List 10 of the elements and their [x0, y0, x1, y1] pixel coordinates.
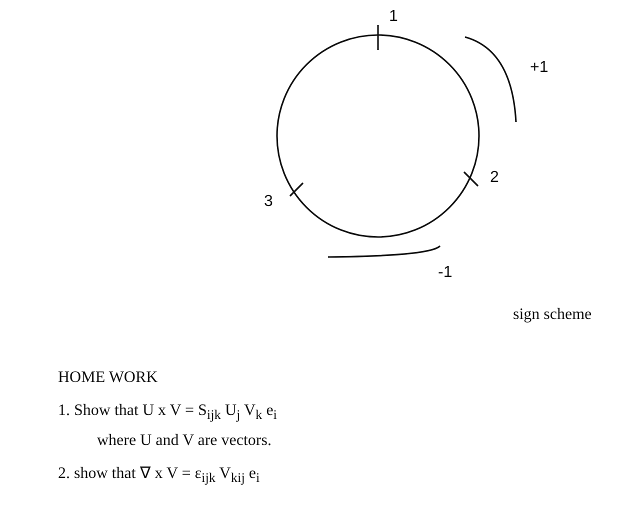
sign-label: +1 — [530, 59, 548, 77]
point-number: 2 — [490, 169, 499, 187]
exercise-text: 2. show that ∇ x V = ε$_{ijk}$ V$_{kij}$ e$_{i}$ — [58, 465, 260, 486]
sign-label: -1 — [438, 264, 452, 282]
caption-text: sign scheme — [513, 306, 592, 324]
point-number: 3 — [264, 193, 273, 211]
note-text: where U and V are vectors. — [97, 432, 272, 450]
point-number: 1 — [389, 8, 398, 26]
heading-text: HOME WORK — [58, 369, 158, 387]
exercise-text: 1. Show that U x V = S$_{ijk}$ U$_{j}$ V$_{k}$ e$_{i}$ — [58, 402, 277, 423]
